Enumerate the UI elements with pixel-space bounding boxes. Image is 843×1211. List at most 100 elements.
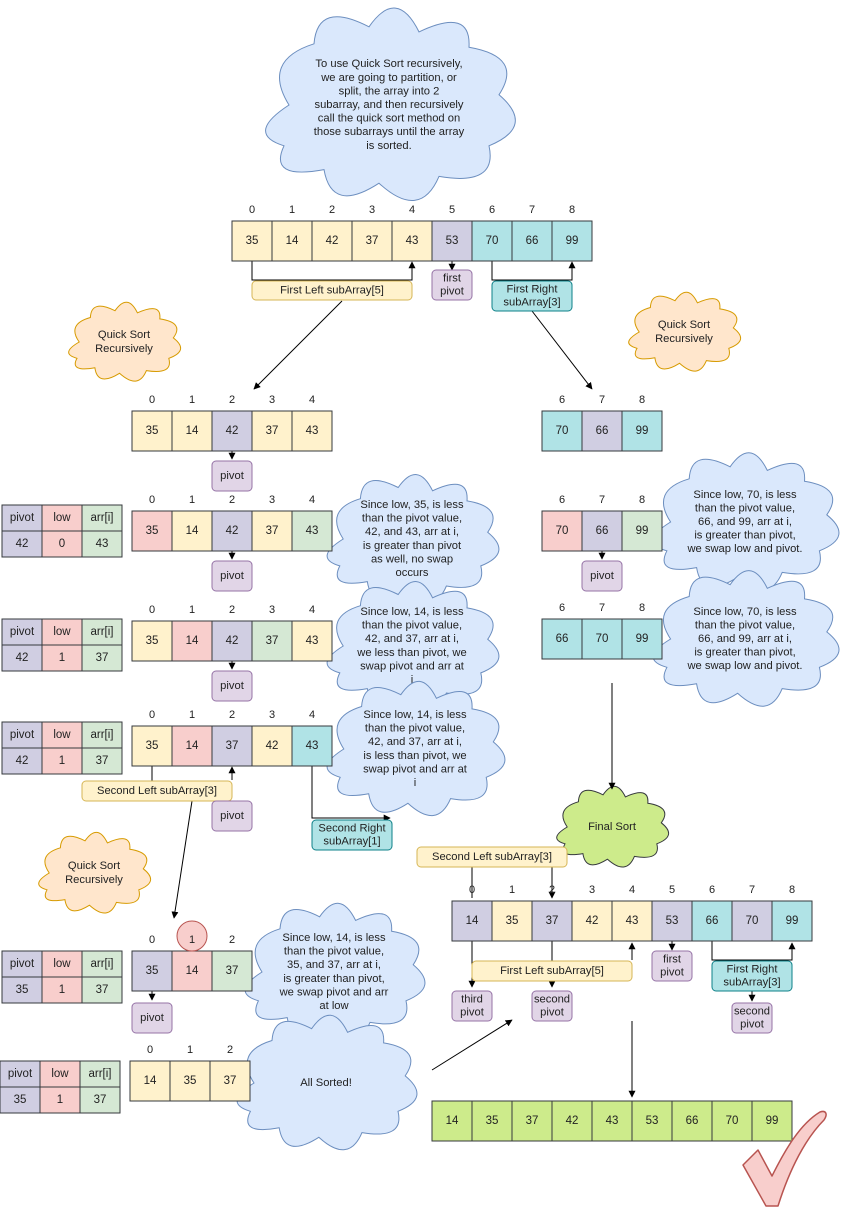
arrow-all-sorted	[431, 1019, 513, 1071]
array-index: 6	[709, 884, 715, 896]
array-value: 70	[556, 525, 569, 537]
array-value: 42	[566, 1115, 579, 1127]
array-index: 1	[289, 204, 295, 216]
array-index: 8	[789, 884, 795, 896]
array-value: 70	[596, 633, 609, 645]
array-value: 66	[686, 1115, 699, 1127]
array-value: 43	[306, 635, 319, 647]
step4-left-cloud-shape	[244, 902, 426, 1041]
label-box	[211, 460, 253, 492]
table-value-cell	[81, 530, 123, 558]
array-index: 8	[639, 602, 645, 614]
label-box	[431, 269, 473, 301]
label-pivot: pivot	[211, 460, 253, 492]
array-value: 35	[146, 740, 159, 752]
table-header: arr[i]	[91, 729, 114, 741]
table-value: 35	[16, 984, 29, 996]
arrow-to-left-subarray	[253, 300, 343, 390]
table-header-cell	[81, 721, 123, 749]
array-index: 2	[229, 394, 235, 406]
array-index: 0	[149, 494, 155, 506]
array-index: 1	[189, 394, 195, 406]
table-header: low	[53, 958, 71, 970]
array-cell	[511, 1100, 553, 1142]
array-cell	[551, 1100, 593, 1142]
array-cell	[211, 725, 253, 767]
table-value-cell	[1, 644, 43, 672]
array-value: 42	[586, 915, 599, 927]
array-cell	[691, 900, 733, 942]
array-cell	[291, 410, 333, 452]
array-index: 8	[569, 204, 575, 216]
connector-second-right	[311, 766, 391, 822]
table-value-cell	[81, 644, 123, 672]
array-index: 5	[449, 204, 455, 216]
table-value-cell	[81, 976, 123, 1004]
table-value-cell	[0, 1086, 41, 1114]
table-value: 37	[94, 1094, 107, 1106]
connector-first-right	[491, 261, 576, 281]
label-text: pivot	[590, 570, 615, 582]
table-header: pivot	[10, 512, 35, 524]
intro-cloud-shape	[265, 7, 516, 201]
step1-left-cloud-shape	[326, 474, 500, 603]
array-cell	[581, 618, 623, 660]
label-text: pivot	[140, 1012, 165, 1024]
array-value: 37	[226, 965, 239, 977]
array-index: 3	[369, 204, 375, 216]
array-value: 35	[146, 965, 159, 977]
array-index: 4	[409, 204, 415, 216]
array-index: 5	[669, 884, 675, 896]
array-cell	[621, 618, 663, 660]
table-header: arr[i]	[91, 512, 114, 524]
array-value: 35	[146, 425, 159, 437]
array-index: 6	[559, 494, 565, 506]
array-value: 66	[526, 235, 539, 247]
array-value: 66	[706, 915, 719, 927]
table-value: 1	[59, 755, 65, 767]
table-value: 37	[96, 652, 109, 664]
table-header: low	[51, 1068, 69, 1080]
array-index: 4	[309, 604, 315, 616]
table-header: arr[i]	[91, 626, 114, 638]
array-cell	[131, 950, 173, 992]
table-value: 37	[96, 984, 109, 996]
array-cell	[131, 620, 173, 662]
array-cell	[291, 725, 333, 767]
label-text: Second Left subArray[3]	[97, 785, 217, 797]
array-index: 2	[329, 204, 335, 216]
array-index: 4	[309, 709, 315, 721]
array-value: 14	[446, 1115, 459, 1127]
array-cell	[431, 1100, 473, 1142]
table-value: 43	[96, 538, 109, 550]
array-cell	[391, 220, 433, 262]
label-box	[451, 990, 493, 1022]
table-header-cell	[41, 950, 83, 978]
table-header-cell	[81, 950, 123, 978]
array-value: 99	[636, 525, 649, 537]
array-cell	[621, 410, 663, 452]
checkmark-icon	[742, 1110, 827, 1207]
array-index: 7	[599, 602, 605, 614]
label-box	[471, 960, 633, 982]
arrow-to-second-subarray	[171, 800, 193, 919]
array-value: 37	[526, 1115, 539, 1127]
array-value: 14	[286, 235, 299, 247]
array-cell	[611, 900, 653, 942]
array-value: 35	[146, 635, 159, 647]
table-header: arr[i]	[91, 958, 114, 970]
array-cell	[129, 1060, 171, 1102]
